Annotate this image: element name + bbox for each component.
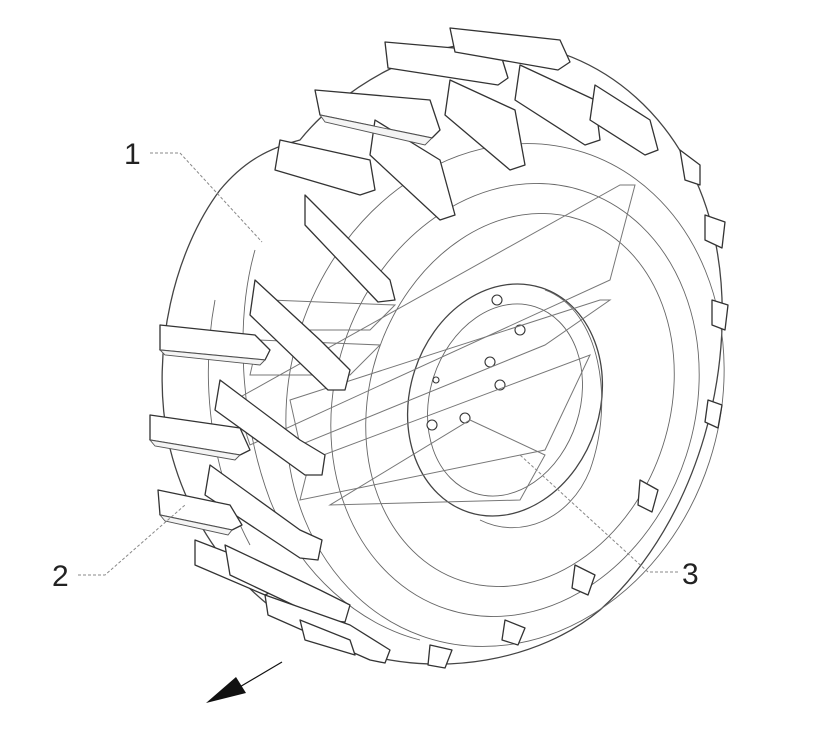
tread-lug: [274, 139, 376, 196]
tread-lug: [427, 644, 453, 669]
tread-lug: [264, 594, 391, 664]
wheel-rim: [406, 283, 604, 529]
leader-line-2: [78, 504, 186, 576]
tread-lug: [449, 27, 571, 71]
callout-label-2: 2: [52, 560, 69, 593]
bolt-hole: [514, 324, 526, 336]
tread-lug: [679, 149, 701, 186]
tread-lug: [204, 464, 323, 561]
tread-lug: [249, 279, 351, 391]
tread-lug: [304, 194, 396, 303]
tread-lug: [571, 564, 596, 596]
tread-lug: [501, 619, 526, 646]
bolt-hole: [432, 376, 440, 384]
tread-lug: [369, 119, 456, 221]
direction-arrow-head: [206, 677, 246, 703]
tread-lug: [704, 214, 726, 249]
callout-label-3: 3: [682, 558, 699, 591]
bolt-hole: [459, 412, 471, 424]
bolt-hole: [491, 294, 503, 306]
callout-label-1: 1: [124, 138, 141, 171]
tread-lug: [224, 544, 351, 623]
callout-3: 3: [519, 454, 699, 591]
leader-line-1: [150, 152, 263, 243]
tread-lug: [637, 479, 659, 513]
tread-lug: [444, 79, 526, 171]
leader-line-3: [519, 454, 678, 573]
direction-arrow-shaft: [237, 661, 283, 689]
tread-lug: [299, 619, 356, 656]
callout-2: 2: [52, 504, 186, 593]
tread-lug: [214, 379, 326, 476]
tread-lug: [314, 89, 441, 139]
tread-lug: [711, 299, 729, 331]
tread-lug: [159, 324, 271, 361]
tread-lug: [704, 399, 723, 429]
tread-lug: [157, 489, 243, 531]
bolt-hole: [426, 419, 438, 431]
tread-lug: [514, 64, 601, 146]
tread-lug: [589, 84, 659, 156]
tread-lugs: [148, 27, 729, 669]
direction-arrow: [206, 661, 283, 703]
tread-lug: [149, 414, 251, 456]
callout-1: 1: [124, 138, 263, 243]
